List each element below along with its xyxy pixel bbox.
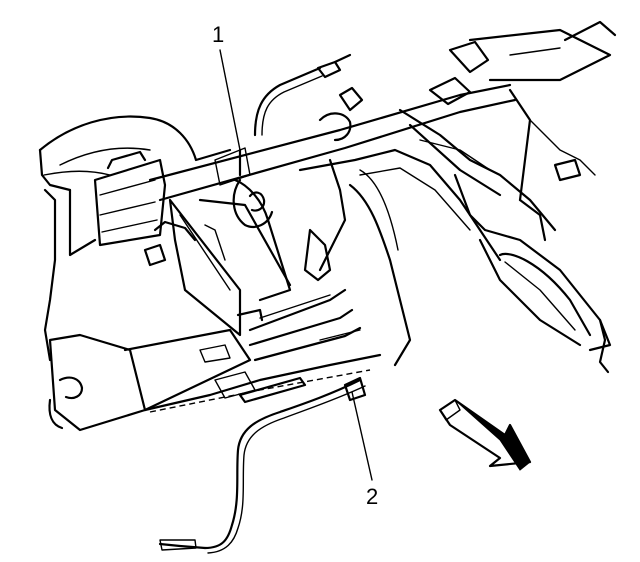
instrument-panel-housing — [38, 115, 232, 362]
steering-support-bracket — [143, 178, 292, 337]
cross-car-beam — [148, 20, 617, 202]
rear-parking-brake-cable — [158, 376, 367, 554]
pedal-support-frame — [398, 88, 612, 374]
callout-1-label: 1 — [212, 22, 224, 47]
callout-2: 2 — [351, 391, 378, 509]
parking-brake-lever — [253, 53, 352, 137]
arrow-icon — [438, 398, 532, 471]
floor-pan — [48, 288, 382, 432]
callout-2-label: 2 — [366, 484, 378, 509]
center-brace-cable-routing — [298, 148, 502, 367]
callout-1: 1 — [212, 22, 241, 151]
